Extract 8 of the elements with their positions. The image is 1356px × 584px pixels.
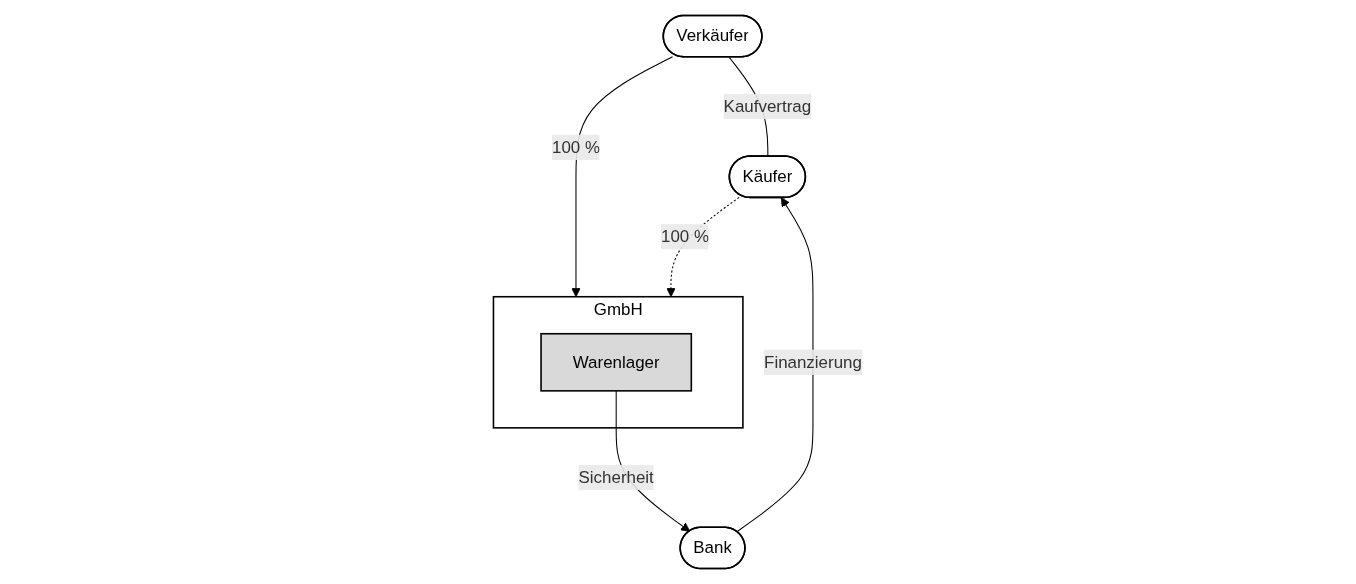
arrow (571, 56, 674, 298)
edge-label: 100 % (661, 227, 710, 246)
edge-label: 100 % (552, 137, 601, 156)
edge-label: Kaufvertrag (723, 96, 812, 115)
edge-label: Sicherheit (578, 468, 655, 487)
arrow (736, 197, 814, 533)
node-box: Warenlager (540, 332, 693, 392)
edge-label: Finanzierung (764, 352, 863, 371)
